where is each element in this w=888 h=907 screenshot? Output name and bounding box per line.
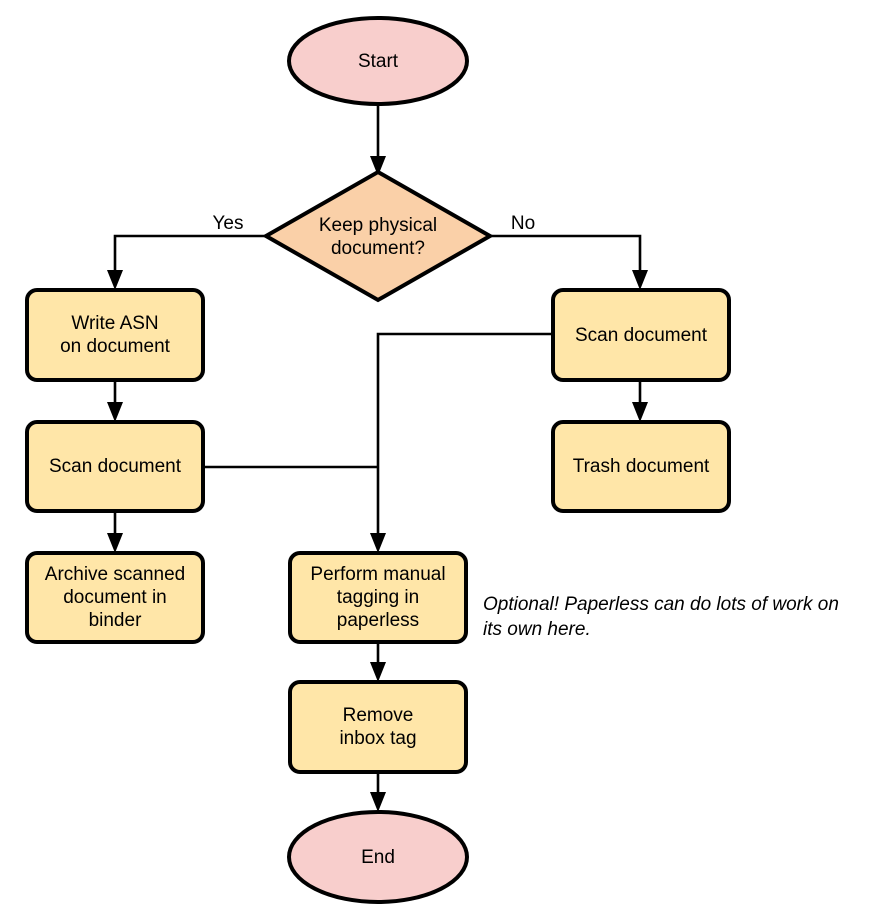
end-label: End: [361, 847, 395, 868]
end-ellipse-shape[interactable]: [287, 810, 469, 904]
write-asn-label-line1: Write ASN: [71, 313, 158, 334]
start-ellipse-shape[interactable]: [287, 16, 469, 106]
manual-tagging-label-line3: paperless: [337, 610, 419, 631]
node-scan-document-left[interactable]: Scan document: [25, 420, 205, 513]
scan-document-left-box-shape[interactable]: [25, 420, 205, 513]
archive-label-line3: binder: [89, 610, 142, 631]
node-decision-keep-physical-document[interactable]: Keep physical document?: [261, 169, 495, 303]
manual-tagging-label-line2: tagging in: [337, 587, 419, 608]
write-asn-box-shape[interactable]: [25, 288, 205, 382]
node-write-asn-on-document[interactable]: Write ASN on document: [25, 288, 205, 382]
write-asn-label-line2: on document: [60, 336, 171, 357]
node-scan-document-right[interactable]: Scan document: [551, 288, 731, 382]
remove-inbox-label-line2: inbox tag: [339, 728, 416, 749]
remove-inbox-tag-box-shape[interactable]: [288, 680, 468, 774]
connector-decision-no-to-scan-right: [490, 234, 648, 290]
scan-document-left-label: Scan document: [49, 456, 182, 477]
remove-inbox-label-line1: Remove: [343, 705, 414, 726]
optional-note-line1: Optional! Paperless can do lots of work …: [483, 594, 839, 615]
node-perform-manual-tagging[interactable]: Perform manual tagging in paperless: [288, 551, 468, 644]
trash-document-label: Trash document: [573, 456, 710, 477]
annotation-optional-note: Optional! Paperless can do lots of work …: [483, 594, 839, 640]
edge-label-no: No: [511, 213, 535, 234]
node-remove-inbox-tag[interactable]: Remove inbox tag: [288, 680, 468, 774]
connector-write-asn-to-scan-left: [107, 380, 123, 422]
connector-decision-yes-to-write-asn: [107, 234, 266, 290]
scan-document-right-box-shape[interactable]: [551, 288, 731, 382]
manual-tagging-box-shape[interactable]: [288, 551, 468, 644]
manual-tagging-label-line1: Perform manual: [310, 564, 445, 585]
trash-document-box-shape[interactable]: [551, 420, 731, 513]
connector-remove-inbox-to-end: [370, 772, 386, 812]
archive-label-line1: Archive scanned: [45, 564, 185, 585]
connector-scan-right-to-trash: [632, 380, 648, 422]
decision-diamond-shape[interactable]: [261, 169, 495, 303]
optional-note-line2: its own here.: [483, 619, 591, 640]
node-archive-scanned-document-in-binder[interactable]: Archive scanned document in binder: [25, 551, 205, 644]
decision-label-line1: Keep physical: [319, 215, 437, 236]
connector-manual-tagging-to-remove-inbox: [370, 642, 386, 682]
archive-label-line2: document in: [63, 587, 167, 608]
node-start[interactable]: Start: [287, 16, 469, 106]
node-end[interactable]: End: [287, 810, 469, 904]
start-label: Start: [358, 51, 399, 72]
connector-start-to-decision: [370, 103, 386, 176]
scan-document-right-label: Scan document: [575, 325, 708, 346]
connector-scan-right-to-manual-tagging: [370, 332, 553, 553]
node-trash-document[interactable]: Trash document: [551, 420, 731, 513]
decision-label-line2: document?: [331, 238, 425, 259]
archive-box-shape[interactable]: [25, 551, 205, 644]
edge-label-yes: Yes: [213, 213, 244, 234]
connector-scan-left-to-archive: [107, 511, 123, 553]
